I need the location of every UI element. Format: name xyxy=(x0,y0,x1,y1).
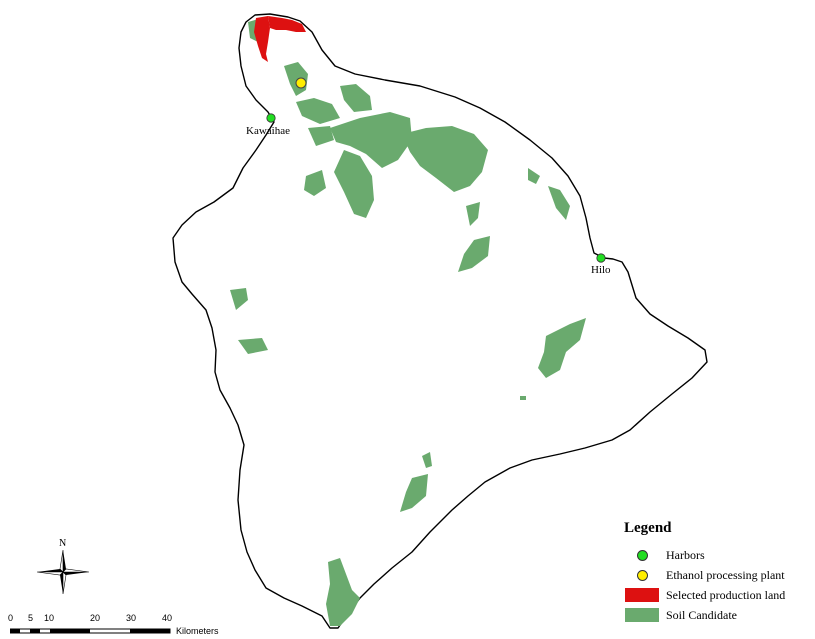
island-outline xyxy=(172,13,708,629)
soil-candidate-area xyxy=(402,126,488,192)
ethanol-plant-marker xyxy=(295,77,307,89)
soil-swatch-icon xyxy=(624,607,660,623)
scale-tick-label: 30 xyxy=(126,613,137,623)
harbor-circle-icon xyxy=(624,547,660,563)
soil-candidate-area xyxy=(304,170,326,196)
soil-candidate-area xyxy=(334,150,374,218)
plant-circle-icon xyxy=(624,567,660,583)
soil-candidate-area xyxy=(340,84,372,112)
legend-item-selected-land: Selected production land xyxy=(624,585,814,605)
harbor-marker-kawaihae xyxy=(266,113,276,123)
scale-unit-label: Kilometers xyxy=(176,626,219,636)
soil-candidate-area xyxy=(326,558,360,626)
legend-title: Legend xyxy=(624,520,672,536)
selected-land-swatch-icon xyxy=(624,587,660,603)
legend-item-ethanol-plant: Ethanol processing plant xyxy=(624,565,814,585)
soil-candidate-area xyxy=(520,396,526,400)
scale-tick-label: 5 xyxy=(28,613,34,623)
harbor-marker-hilo xyxy=(596,253,606,263)
place-label-hilo: Hilo xyxy=(591,264,611,276)
selected-production-land xyxy=(254,16,270,62)
soil-candidate-area xyxy=(230,288,248,310)
soil-candidate-area xyxy=(296,98,340,124)
selected-production-land xyxy=(268,16,306,32)
soil-candidate-area xyxy=(308,126,334,146)
north-label: N xyxy=(59,538,67,549)
legend-item-soil-candidate: Soil Candidate xyxy=(624,605,814,625)
scale-tick-label: 40 xyxy=(162,613,173,623)
soil-candidate-area xyxy=(422,452,432,468)
legend-label: Soil Candidate xyxy=(666,607,737,622)
soil-candidate-area xyxy=(528,168,540,184)
scale-bar: 0 5 10 20 30 40 Kilometers xyxy=(8,613,219,639)
soil-candidate-area xyxy=(548,186,570,220)
legend-label: Selected production land xyxy=(666,587,786,602)
legend-item-harbors: Harbors xyxy=(624,545,814,565)
legend-label: Ethanol processing plant xyxy=(666,567,785,582)
soil-candidate-area xyxy=(400,474,428,512)
soil-candidate-area xyxy=(466,202,480,226)
soil-candidate-area xyxy=(538,318,586,378)
soil-candidate-area xyxy=(366,138,386,162)
legend: Legend Harbors Ethanol processing plant … xyxy=(624,520,814,625)
north-arrow-icon xyxy=(36,549,90,595)
scale-tick-label: 0 xyxy=(8,613,14,623)
place-label-kawaihae: Kawaihae xyxy=(246,125,290,137)
scale-tick-label: 20 xyxy=(90,613,101,623)
legend-label: Harbors xyxy=(666,547,705,562)
scale-tick-label: 10 xyxy=(44,613,55,623)
scale-bar-graphic xyxy=(10,628,171,634)
soil-candidate-area xyxy=(458,236,490,272)
soil-candidate-area xyxy=(238,338,268,354)
